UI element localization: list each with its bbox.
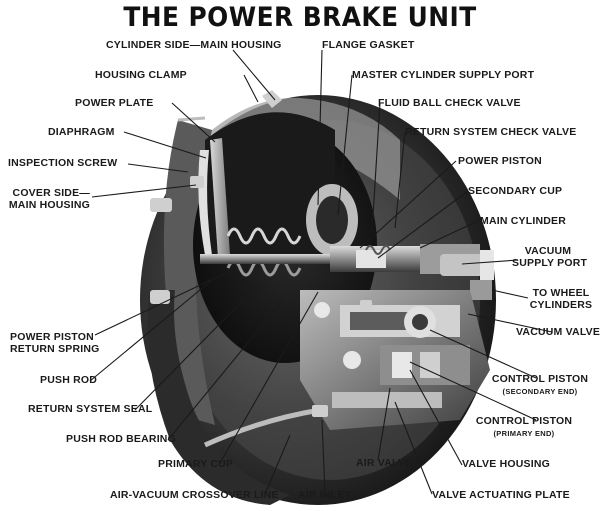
label-air-vacuum-crossover-line: AIR-VACUUM CROSSOVER LINE bbox=[110, 489, 279, 501]
housing-bolts bbox=[150, 176, 372, 417]
label-control-piston-secondary: CONTROL PISTON bbox=[491, 373, 589, 385]
label-power-piston-return-spring-line1: POWER PISTON bbox=[10, 331, 94, 343]
valve-housing bbox=[300, 290, 490, 430]
label-fluid-ball-check-valve: FLUID BALL CHECK VALVE bbox=[378, 97, 521, 109]
label-valve-housing: VALVE HOUSING bbox=[462, 458, 550, 470]
label-secondary-cup: SECONDARY CUP bbox=[468, 185, 563, 197]
label-push-rod-bearing: PUSH ROD BEARING bbox=[66, 433, 176, 445]
cover-side-housing bbox=[147, 120, 290, 505]
leader-lines bbox=[89, 49, 553, 495]
label-flange-gasket: FLANGE GASKET bbox=[322, 39, 415, 51]
label-valve-actuating-plate: VALVE ACTUATING PLATE bbox=[432, 489, 570, 501]
label-housing-clamp: HOUSING CLAMP bbox=[95, 69, 187, 81]
label-push-rod: PUSH ROD bbox=[40, 374, 98, 386]
label-inspection-screw: INSPECTION SCREW bbox=[8, 157, 118, 169]
label-cover-side-main-housing-line1: COVER SIDE— bbox=[12, 187, 90, 199]
label-control-piston-primary-sub: (PRIMARY END) bbox=[493, 429, 555, 438]
return-spring bbox=[226, 227, 302, 277]
label-vacuum-supply-port-line1: VACUUM bbox=[524, 245, 572, 257]
flange-ring bbox=[306, 184, 358, 256]
label-return-system-check-valve: RETURN SYSTEM CHECK VALVE bbox=[405, 126, 577, 138]
label-cover-side-main-housing-line2: MAIN HOUSING bbox=[8, 199, 90, 211]
label-primary-cup: PRIMARY CUP bbox=[158, 458, 234, 470]
label-cylinder-side-main-housing: CYLINDER SIDE—MAIN HOUSING bbox=[106, 39, 282, 51]
label-main-cylinder: MAIN CYLINDER bbox=[480, 215, 567, 227]
label-power-piston: POWER PISTON bbox=[458, 155, 542, 167]
label-to-wheel-cylinders-line1: TO WHEEL bbox=[532, 287, 590, 299]
page-title: THE POWER BRAKE UNIT bbox=[123, 2, 477, 33]
label-vacuum-valve: VACUUM VALVE bbox=[516, 326, 600, 338]
label-air-valve: AIR VALVE bbox=[356, 457, 413, 469]
label-control-piston-primary: CONTROL PISTON bbox=[475, 415, 573, 427]
label-vacuum-supply-port-line2: SUPPLY PORT bbox=[512, 257, 588, 269]
label-air-inlet: AIR INLET bbox=[298, 489, 352, 501]
label-to-wheel-cylinders-line2: CYLINDERS bbox=[529, 299, 593, 311]
crossover-line-tube bbox=[177, 116, 321, 448]
label-diaphragm: DIAPHRAGM bbox=[48, 126, 115, 138]
label-power-plate: POWER PLATE bbox=[75, 97, 154, 109]
label-return-system-seal: RETURN SYSTEM SEAL bbox=[28, 403, 153, 415]
label-control-piston-secondary-sub: (SECONDARY END) bbox=[502, 387, 578, 396]
vacuum-supply-port-fitting bbox=[440, 250, 494, 300]
label-power-piston-return-spring-line2: RETURN SPRING bbox=[10, 343, 100, 355]
label-master-cylinder-supply-port: MASTER CYLINDER SUPPLY PORT bbox=[352, 69, 535, 81]
